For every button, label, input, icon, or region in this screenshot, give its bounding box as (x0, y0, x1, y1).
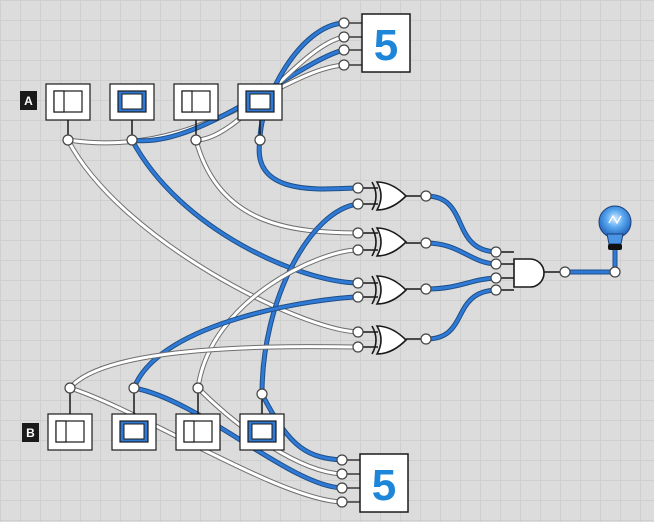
svg-text:A: A (24, 94, 33, 108)
and-gate (490, 246, 571, 296)
xor-gate-1 (352, 181, 432, 211)
switch-a1[interactable] (45, 83, 91, 146)
xor-gate-4 (352, 325, 432, 355)
svg-text:5: 5 (372, 461, 396, 510)
switch-a2[interactable] (109, 83, 155, 146)
wire-b2-xor3 (131, 294, 359, 389)
wire-b1-xor4 (68, 344, 359, 390)
wire-b3-xor2 (195, 247, 359, 389)
display-top: 5 (338, 13, 411, 73)
switch-b1[interactable] (47, 382, 93, 451)
switch-b2[interactable] (111, 382, 157, 451)
switch-a3[interactable] (173, 83, 219, 146)
xor-gate-2 (352, 227, 432, 257)
wires (65, 20, 618, 505)
svg-text:B: B (26, 426, 35, 440)
lightbulb-icon (598, 205, 632, 278)
wire-xor2-and (425, 240, 497, 267)
display-bottom: 5 (336, 453, 409, 513)
xor-gate-3 (352, 275, 432, 305)
switch-a4[interactable] (237, 83, 283, 146)
switch-b4[interactable] (239, 388, 285, 451)
input-a-label: A (20, 91, 37, 110)
switch-b3[interactable] (175, 382, 221, 451)
wire-a4-xor1 (256, 139, 359, 192)
svg-text:5: 5 (374, 21, 398, 70)
input-b-label: B (22, 423, 39, 442)
